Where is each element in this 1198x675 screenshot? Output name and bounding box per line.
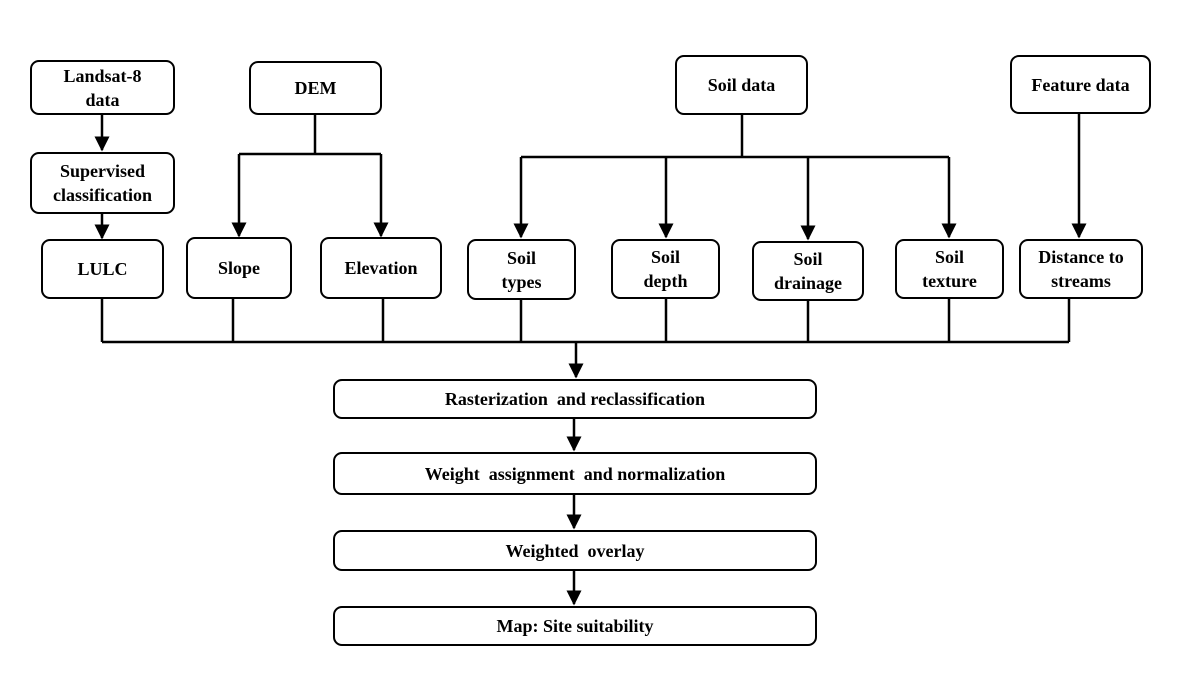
soil-depth-node: Soil depth xyxy=(611,239,720,299)
rasterization-node: Rasterization and reclassification xyxy=(333,379,817,419)
soil-types-label: Soil types xyxy=(501,247,542,292)
weight-assignment-label: Weight assignment and normalization xyxy=(424,463,726,484)
soil-texture-node: Soil texture xyxy=(895,239,1004,299)
supervised-classification-label: Supervised classification xyxy=(53,161,152,205)
elevation-node: Elevation xyxy=(320,237,442,299)
weight-assignment-node: Weight assignment and normalization xyxy=(333,452,817,495)
rasterization-label: Rasterization and reclassification xyxy=(444,389,706,409)
lulc-node: LULC xyxy=(41,239,164,299)
dem-node: DEM xyxy=(249,61,382,115)
slope-label: Slope xyxy=(217,258,260,278)
slope-node: Slope xyxy=(186,237,292,299)
weighted-overlay-node: Weighted overlay xyxy=(333,530,817,571)
feature-data-label: Feature data xyxy=(1031,74,1130,95)
elevation-label: Elevation xyxy=(344,258,418,278)
weighted-overlay-label: Weighted overlay xyxy=(505,540,645,561)
feature-data-node: Feature data xyxy=(1010,55,1151,114)
distance-to-streams-label: Distance to streams xyxy=(1038,247,1124,291)
soil-depth-label: Soil depth xyxy=(643,247,688,291)
soil-types-node: Soil types xyxy=(467,239,576,300)
soil-data-node: Soil data xyxy=(675,55,808,115)
landsat-label: Landsat-8 data xyxy=(63,65,142,110)
soil-drainage-label: Soil drainage xyxy=(773,249,842,293)
soil-texture-label: Soil texture xyxy=(922,247,977,291)
site-suitability-map-node: Map: Site suitability xyxy=(333,606,817,646)
supervised-classification-node: Supervised classification xyxy=(30,152,175,214)
soil-drainage-node: Soil drainage xyxy=(752,241,864,301)
dem-label: DEM xyxy=(294,78,337,98)
distance-to-streams-node: Distance to streams xyxy=(1019,239,1143,299)
landsat-node: Landsat-8 data xyxy=(30,60,175,115)
soil-data-label: Soil data xyxy=(707,75,776,95)
site-suitability-map-label: Map: Site suitability xyxy=(496,616,654,636)
lulc-label: LULC xyxy=(77,259,128,279)
